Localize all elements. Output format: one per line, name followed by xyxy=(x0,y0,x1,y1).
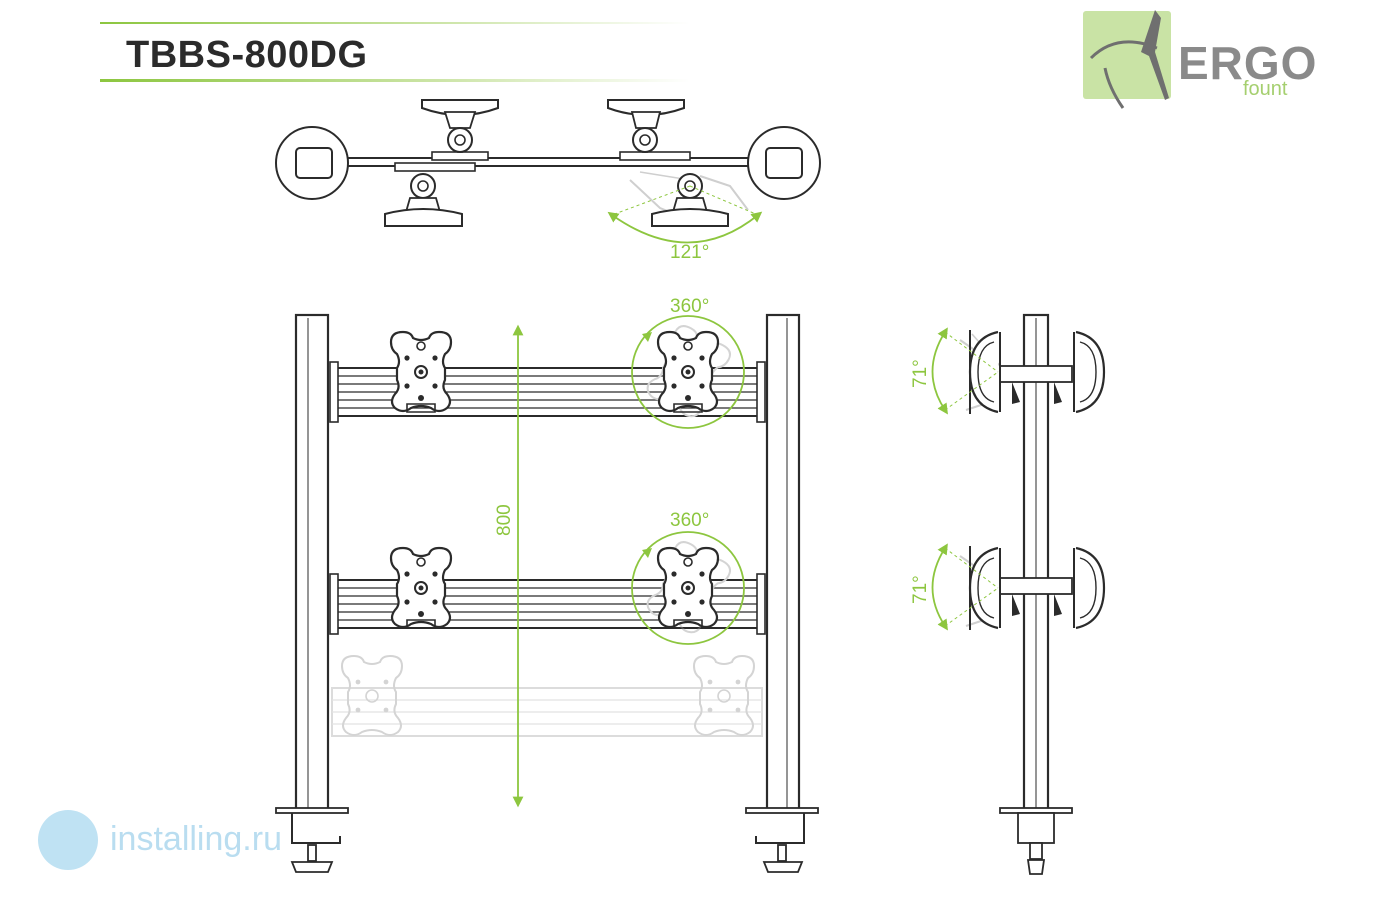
front-view: 360° 360° 800 xyxy=(275,296,819,873)
top-head-2 xyxy=(607,99,685,153)
page-title: TBBS-800DG xyxy=(126,34,368,76)
side-view: 71° 71° xyxy=(910,313,1106,875)
rotation-label-upper: 360° xyxy=(670,296,709,317)
side-arm-lower xyxy=(959,546,1106,630)
site-watermark: installing.ru xyxy=(38,810,368,872)
logo-sub-text: fount xyxy=(1243,78,1288,100)
left-post xyxy=(294,313,330,814)
tilt-annotation-upper: 71° xyxy=(910,327,999,415)
swivel-angle-label: 121° xyxy=(670,242,709,263)
tilt-label-upper: 71° xyxy=(910,359,931,388)
title-rule-bottom xyxy=(100,79,690,82)
brand-logo: ERGO fount xyxy=(1083,8,1316,118)
right-desk-clamp xyxy=(745,807,819,873)
tilt-annotation-lower: 71° xyxy=(910,543,999,631)
right-post xyxy=(765,313,801,814)
watermark-logo-icon xyxy=(38,810,98,870)
title-rule-top xyxy=(100,22,690,24)
top-head-1 xyxy=(421,99,499,153)
rotation-annotation-upper: 360° xyxy=(631,296,745,429)
top-head-3 xyxy=(384,173,463,227)
right-post-cap xyxy=(747,126,821,200)
rotation-label-lower: 360° xyxy=(670,510,709,531)
ghost-rail xyxy=(331,655,763,737)
rotation-annotation-lower: 360° xyxy=(631,510,745,645)
height-dimension-label: 800 xyxy=(494,504,515,536)
logo-brand-text: ERGO xyxy=(1178,37,1318,89)
vesa-plate-lower-left xyxy=(389,546,453,630)
side-desk-clamp xyxy=(999,807,1073,875)
side-arm-upper xyxy=(959,330,1106,414)
left-desk-clamp xyxy=(275,807,349,873)
upper-rail xyxy=(329,361,766,423)
top-view: 121° xyxy=(275,99,821,263)
tilt-label-lower: 71° xyxy=(910,575,931,604)
logo-mark xyxy=(1083,10,1171,109)
left-post-cap xyxy=(275,126,349,200)
lower-rail xyxy=(329,573,766,635)
vesa-plate-upper-left xyxy=(389,330,453,414)
watermark-text: installing.ru xyxy=(110,820,282,858)
height-dimension: 800 xyxy=(494,324,524,808)
swivel-angle-annotation: 121° xyxy=(607,185,763,263)
